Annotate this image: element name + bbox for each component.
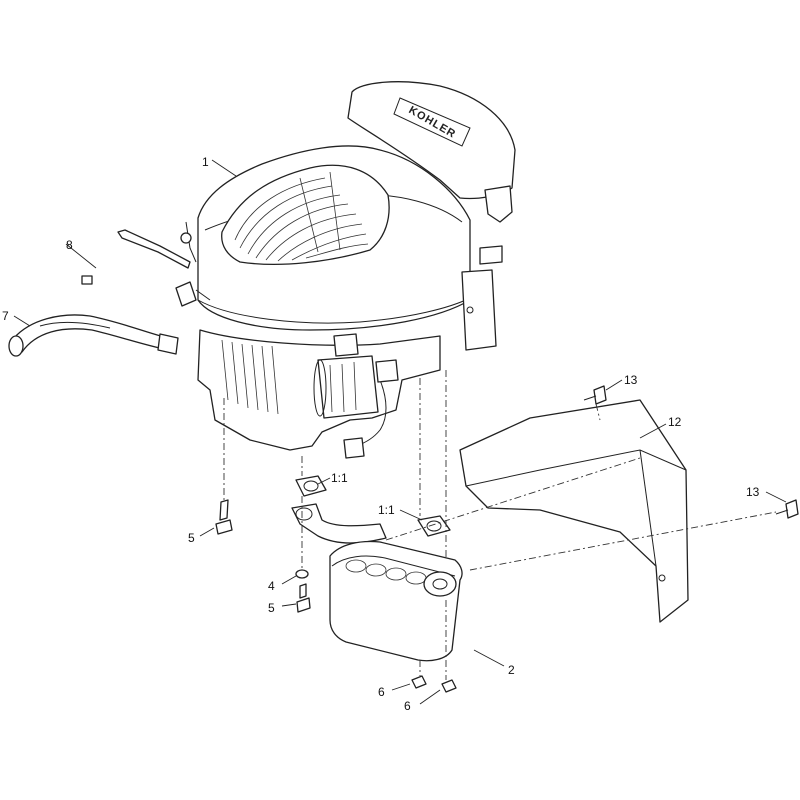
- callout-2: 2: [508, 663, 515, 677]
- fuel-hose-icon: [8, 314, 179, 357]
- callout-5-left: 5: [188, 531, 195, 545]
- callout-13-right: 13: [746, 485, 760, 499]
- bolt-5-left: [215, 499, 233, 535]
- callout-7: 7: [2, 309, 9, 323]
- callout-12: 12: [668, 415, 682, 429]
- engine-assembly-icon: KOHLER: [175, 81, 516, 459]
- callout-6-right: 6: [404, 699, 411, 713]
- exhaust-gasket-right: [417, 515, 451, 537]
- assembly-lines: [223, 370, 777, 680]
- muffler-icon: [291, 503, 463, 662]
- callout-8: 8: [66, 238, 73, 252]
- cable-tie-icon: [81, 229, 191, 285]
- callout-4: 4: [268, 579, 275, 593]
- callout-6-left: 6: [378, 685, 385, 699]
- callout-5-lower: 5: [268, 601, 275, 615]
- callout-1-1-left: 1:1: [331, 471, 348, 485]
- callout-1: 1: [202, 155, 209, 169]
- exhaust-gasket-left: [295, 475, 327, 497]
- heat-shield-icon: [459, 399, 689, 623]
- callout-1-1-right: 1:1: [378, 503, 395, 517]
- callout-labels: 1 8 7 1:1 1:1 5 4 5 2 6 6 12 13 13: [2, 155, 760, 713]
- callout-13-top: 13: [624, 373, 638, 387]
- nut-6-left: [411, 675, 427, 689]
- screw-13-top: [583, 385, 607, 405]
- bolt-5-lower: [296, 583, 311, 613]
- screw-13-right: [775, 499, 799, 519]
- washer-4: [295, 569, 309, 579]
- nut-6-right: [441, 679, 457, 693]
- leader-lines: [13, 159, 787, 705]
